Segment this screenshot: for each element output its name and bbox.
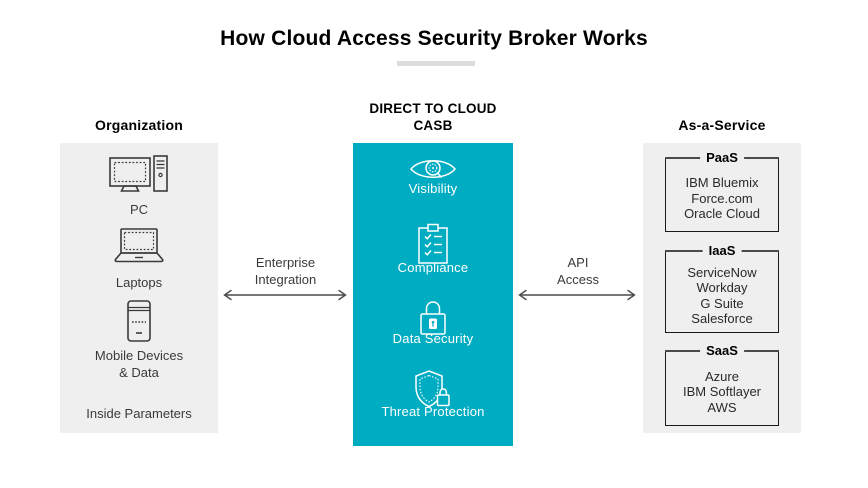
data-security-lock-icon — [416, 299, 450, 337]
casb-panel: Visibility Compliance — [353, 143, 513, 446]
casb-header: DIRECT TO CLOUD CASB — [343, 100, 523, 134]
casb-item-label-visibility: Visibility — [408, 181, 458, 196]
org-item-label-laptops: Laptops — [115, 275, 163, 290]
as-a-service-header: As-a-Service — [678, 117, 766, 133]
paas-item: Force.com — [691, 190, 753, 206]
title-underline — [397, 61, 475, 66]
casb-item-label-compliance: Compliance — [397, 260, 469, 275]
iaas-label: IaaS — [702, 242, 742, 259]
iaas-item: Workday — [696, 280, 748, 295]
compliance-checklist-icon — [416, 223, 450, 265]
paas-label: PaaS — [700, 149, 744, 166]
visibility-eye-icon — [409, 154, 457, 186]
iaas-item: ServiceNow — [687, 264, 757, 280]
paas-group-box: PaaS IBM Bluemix Force.com Oracle Cloud — [665, 149, 779, 232]
casb-item-label-data-security: Data Security — [392, 331, 474, 346]
enterprise-integration-arrow — [221, 288, 349, 302]
laptop-icon — [111, 227, 167, 265]
org-footer-inside-parameters: Inside Parameters — [86, 406, 192, 421]
saas-label: SaaS — [700, 342, 744, 359]
page-title: How Cloud Access Security Broker Works — [220, 27, 648, 50]
organization-header: Organization — [95, 117, 183, 133]
org-item-label-pc: PC — [129, 202, 149, 217]
org-item-label-mobile-line2: & Data — [119, 365, 159, 380]
org-item-label-mobile-line1: Mobile Devices — [94, 348, 184, 363]
saas-item: Azure — [705, 368, 739, 384]
mobile-phone-icon — [125, 299, 153, 343]
saas-group-box: SaaS Azure IBM Softlayer AWS — [665, 342, 779, 426]
enterprise-integration-label: Enterprise Integration — [254, 255, 317, 287]
casb-header-line1: DIRECT TO CLOUD — [369, 101, 497, 116]
api-access-label: API Access — [557, 255, 599, 287]
saas-item: AWS — [707, 399, 737, 415]
api-access-arrow — [516, 288, 638, 302]
iaas-item: Salesforce — [691, 311, 753, 326]
desktop-pc-icon — [108, 155, 170, 201]
iaas-group-box: IaaS ServiceNow Workday G Suite Salesfor… — [665, 242, 779, 333]
as-a-service-panel: PaaS IBM Bluemix Force.com Oracle Cloud … — [643, 143, 801, 433]
organization-panel: PC Laptops — [60, 143, 218, 433]
casb-header-line2: CASB — [413, 118, 453, 133]
paas-item: IBM Bluemix — [685, 175, 759, 191]
iaas-item: G Suite — [700, 295, 744, 311]
saas-item: IBM Softlayer — [682, 384, 762, 400]
casb-item-label-threat-protection: Threat Protection — [381, 404, 485, 419]
threat-protection-shield-icon — [413, 369, 453, 409]
paas-item: Oracle Cloud — [684, 206, 760, 222]
